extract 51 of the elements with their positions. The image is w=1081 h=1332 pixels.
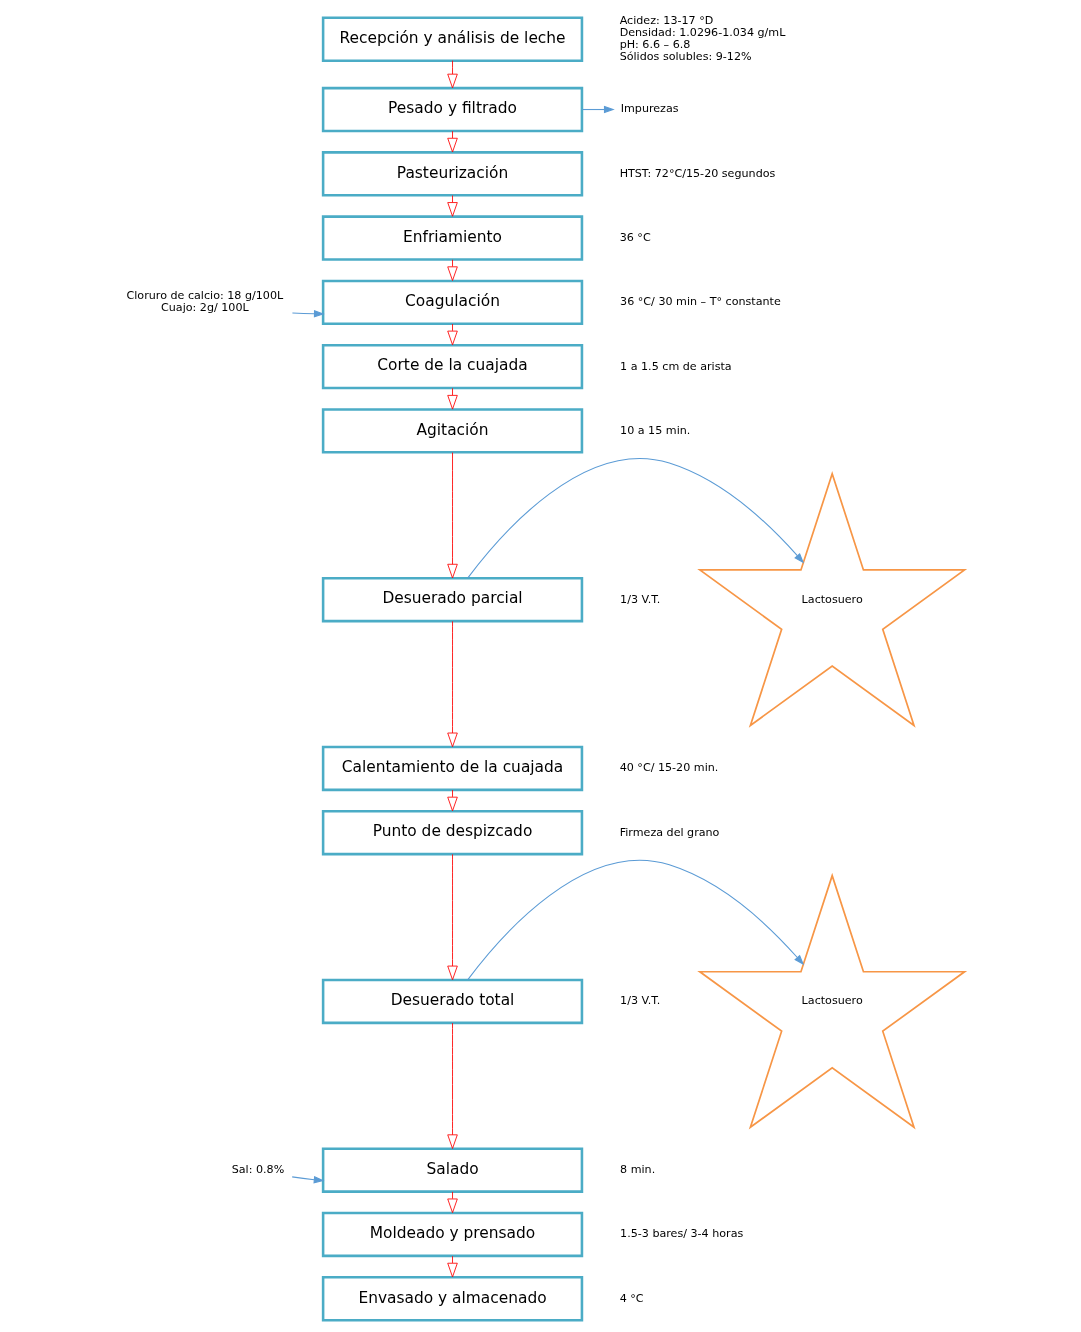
node-label: 1/3 V.T. — [619, 592, 660, 606]
node-box: Corte de la cuajada — [321, 343, 583, 390]
arrow — [466, 458, 804, 579]
arrow — [446, 789, 458, 812]
arrow — [446, 195, 458, 217]
arrow — [291, 310, 325, 318]
node-label: 36 °C/ 30 min – T° constante — [619, 295, 781, 309]
arrow — [466, 860, 804, 981]
node-text: Impurezas — [620, 102, 679, 116]
node-box: Agitación — [321, 408, 583, 454]
arrow — [446, 387, 458, 410]
arrow — [446, 259, 458, 281]
node-box: Desuerado parcial — [321, 576, 583, 623]
node-label: Sólidos solubles: 9-12% — [619, 50, 752, 64]
node-label: HTST: 72°C/15-20 segundos — [619, 166, 775, 180]
node-label: 1/3 V.T. — [619, 994, 660, 1008]
node-label: 1 a 1.5 cm de arista — [619, 359, 732, 373]
node-label: pH: 6.6 – 6.8 — [619, 38, 690, 52]
node-box: Salado — [321, 1147, 583, 1193]
arrow — [446, 130, 458, 153]
node-box: Coagulación — [321, 279, 583, 326]
arrow — [581, 105, 615, 114]
node-label: 10 a 15 min. — [619, 423, 690, 437]
node-text: Cloruro de calcio: 18 g/100L Cuajo: 2g/ 100L — [126, 289, 283, 315]
node-label: Acidez: 13-17 °D — [619, 14, 713, 28]
node-box: Envasado y almacenado — [321, 1276, 583, 1322]
node-box: Recepción y análisis de leche — [321, 16, 583, 62]
node-label: Firmeza del grano — [619, 825, 719, 839]
arrow — [446, 452, 458, 579]
arrow — [291, 1175, 325, 1184]
node-label: Densidad: 1.0296-1.034 g/mL — [619, 26, 785, 40]
arrow — [446, 323, 458, 346]
node-box: Enfriamiento — [321, 215, 583, 261]
node-label: 36 °C — [619, 230, 651, 244]
node-box: Punto de despizcado — [321, 810, 583, 856]
arrow — [446, 60, 458, 89]
node-box: Pesado y filtrado — [321, 86, 583, 133]
arrow — [446, 1191, 458, 1214]
arrow — [446, 853, 458, 981]
arrow — [446, 1022, 458, 1149]
node-text: Sal: 0.8% — [231, 1163, 284, 1177]
node-label: 40 °C/ 15-20 min. — [619, 761, 718, 775]
arrow — [446, 620, 458, 748]
node-box: Pasteurización — [321, 151, 583, 197]
node-box: Desuerado total — [321, 978, 583, 1025]
node-box: Moldeado y prensado — [321, 1211, 583, 1258]
node-label: 8 min. — [619, 1163, 655, 1177]
node-box: Calentamiento de la cuajada — [321, 745, 583, 792]
node-label: 4 °C — [619, 1291, 644, 1305]
arrow — [446, 1255, 458, 1278]
node-label: 1.5-3 bares/ 3-4 horas — [619, 1227, 743, 1241]
